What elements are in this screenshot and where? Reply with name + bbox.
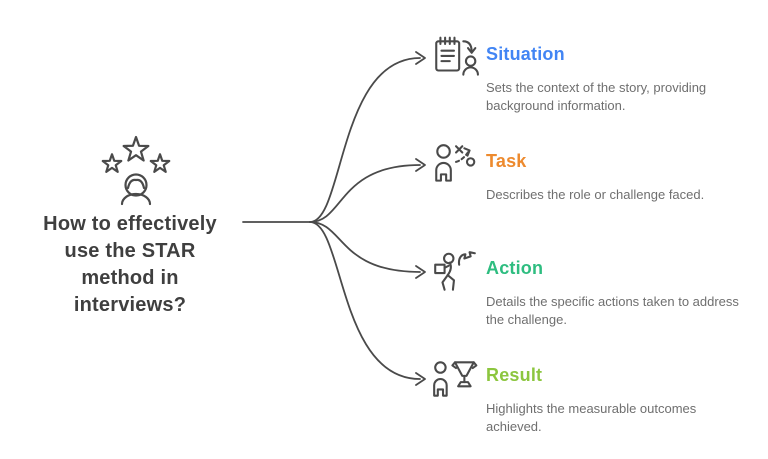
star-icon [149,153,171,173]
branch-curve-action [309,221,421,273]
star-icon [122,135,150,162]
branch-description: Describes the role or challenge faced. [486,187,705,202]
branch-curve-result [309,221,421,380]
head-circle [124,173,148,197]
runner-flag-icon [430,247,480,297]
person-trophy-icon [430,354,480,404]
branch-curve-task [309,164,421,223]
star-icon [101,153,123,173]
arrowhead-situation [415,51,426,65]
branch-task: Task Describes the role or challenge fac… [430,140,704,204]
branch-label: Result [486,365,543,385]
branch-curve-situation [309,57,421,223]
person-with-three-stars-icon [94,132,178,214]
shoulders-arc [120,192,152,206]
branch-description: Details the specific actions taken to ad… [486,294,739,327]
arrowhead-task [415,158,426,172]
branch-label: Situation [486,44,565,64]
branch-result: Result Highlights the measurable outcome… [430,354,746,436]
arrowhead-result [415,372,426,386]
branch-label: Task [486,151,527,171]
question-line: How to effectively [43,213,217,235]
central-question: How to effectively use the STAR method i… [12,211,248,319]
branch-description: Sets the context of the story, providing… [486,80,707,113]
question-line: use the STAR [64,240,196,262]
arrowhead-action [415,265,426,279]
clipboard-person-icon [430,33,480,83]
branch-situation: Situation Sets the context of the story,… [430,33,746,115]
strategy-person-icon [430,140,480,190]
question-line: method in [81,267,179,289]
branch-label: Action [486,258,544,278]
question-line: interviews? [73,294,187,316]
hair-fringe [126,178,146,190]
branch-action: Action Details the specific actions take… [430,247,746,329]
branch-description: Highlights the measurable outcomes achie… [486,401,697,434]
